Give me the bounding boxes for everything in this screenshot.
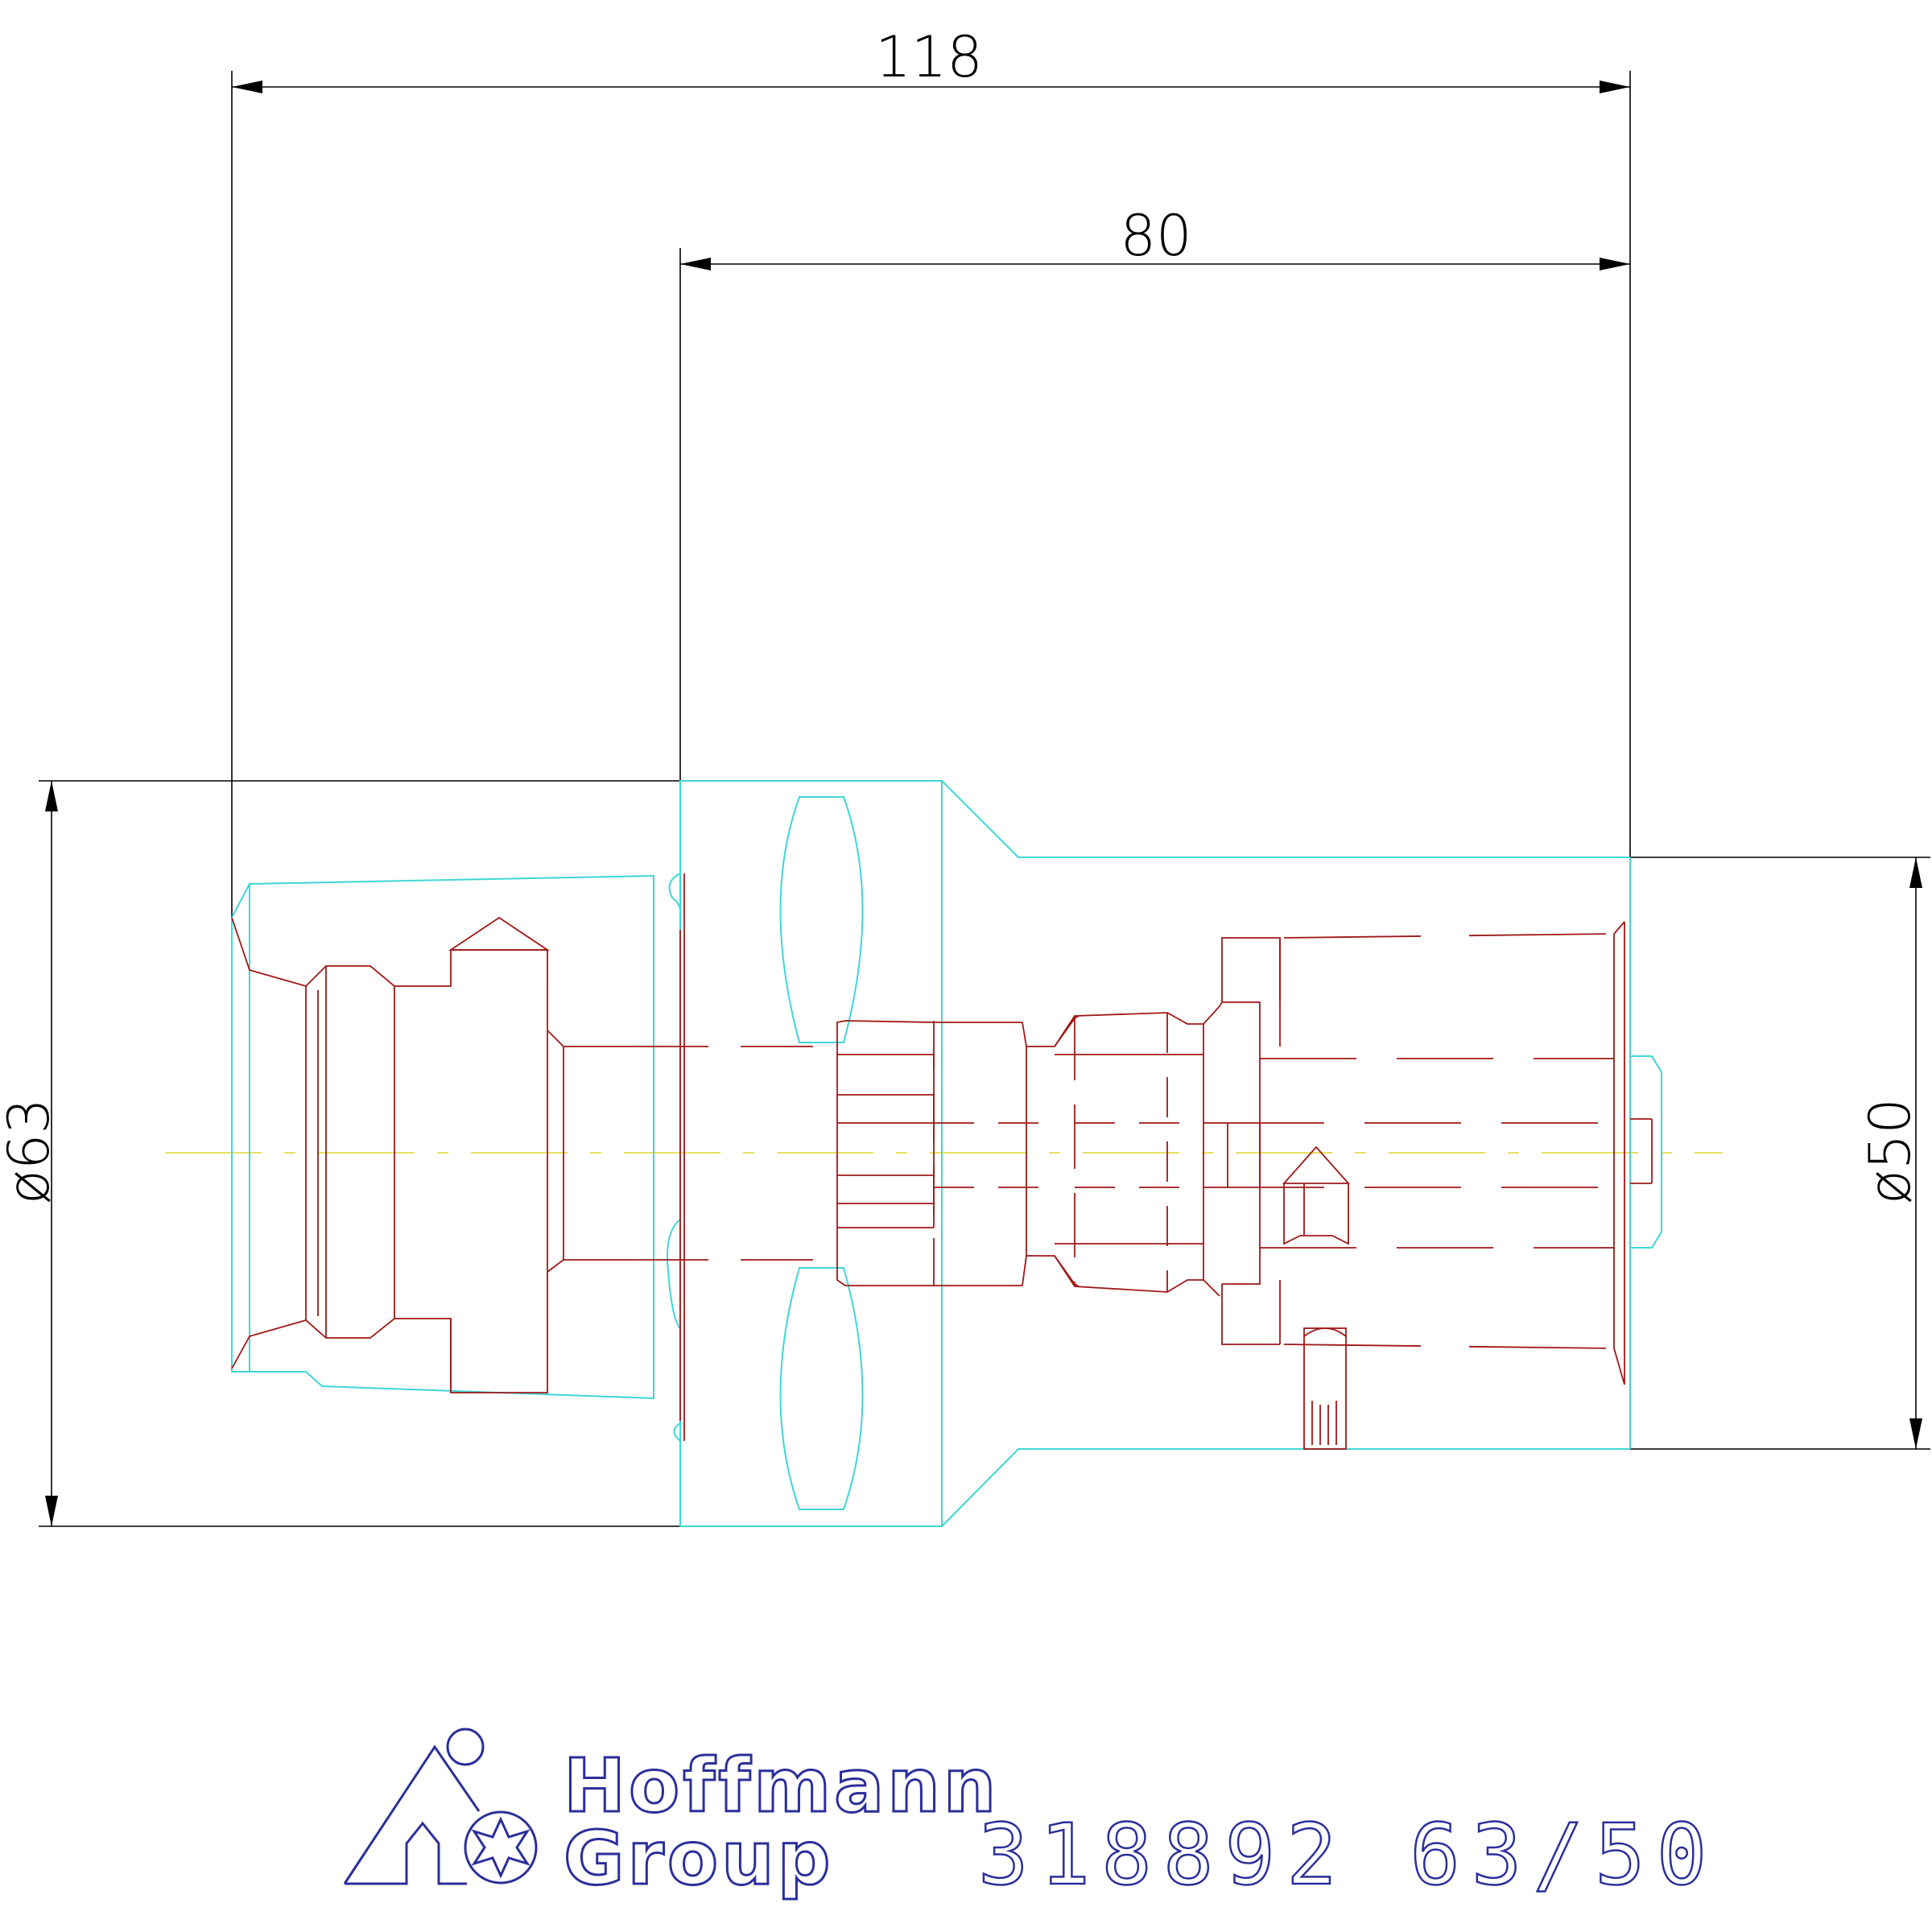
dim-flange-diameter: ø63 <box>0 1098 62 1204</box>
part-code: 318892 63/50 <box>978 1806 1718 1904</box>
dimension-lines <box>39 71 1930 1527</box>
dim-shank-diameter: ø50 <box>1857 1098 1923 1204</box>
brand-name-line1: Hoffmann <box>564 1743 999 1829</box>
company-logo <box>343 1728 538 1885</box>
dim-shank-length: 80 <box>1120 203 1191 269</box>
dim-overall-length: 118 <box>875 24 983 90</box>
internal-features <box>231 873 1653 1450</box>
dimension-arrows <box>45 80 1922 1526</box>
brand-name-line2: Group <box>564 1815 833 1901</box>
